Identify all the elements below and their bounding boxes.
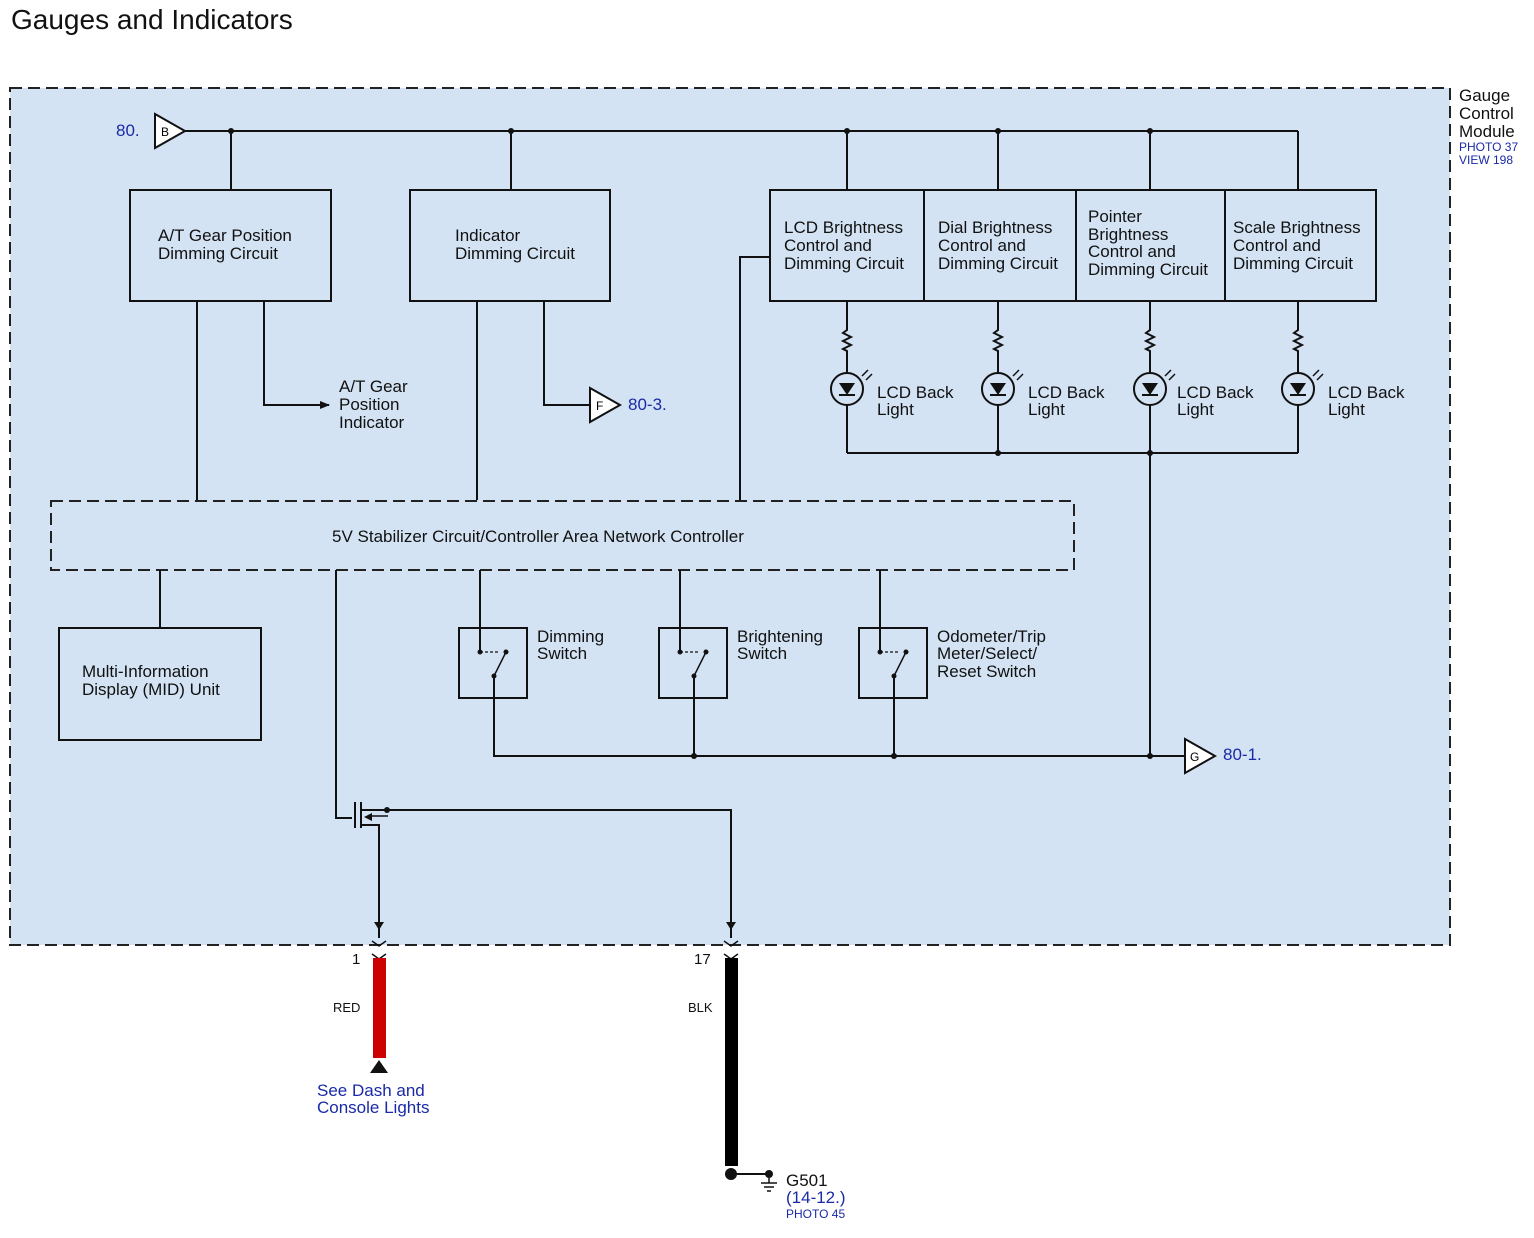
svg-text:(14-12.): (14-12.) — [786, 1188, 846, 1207]
svg-text:Control and: Control and — [784, 236, 872, 255]
dimming-switch: Dimming Switch — [458, 570, 1185, 757]
svg-text:Indicator: Indicator — [455, 226, 521, 245]
svg-text:Display (MID) Unit: Display (MID) Unit — [82, 680, 220, 699]
svg-text:Console Lights: Console Lights — [317, 1098, 429, 1117]
svg-text:Odometer/Trip: Odometer/Trip — [937, 627, 1046, 646]
svg-text:Dimming: Dimming — [537, 627, 604, 646]
mid-unit-block — [58, 627, 262, 741]
svg-text:LCD Back: LCD Back — [1328, 383, 1405, 402]
svg-text:F: F — [596, 399, 603, 413]
svg-text:LCD Brightness: LCD Brightness — [784, 218, 903, 237]
indicator-f-wire — [543, 301, 590, 406]
bus-drops — [230, 131, 1299, 190]
svg-text:Light: Light — [1028, 400, 1065, 419]
svg-text:See Dash and: See Dash and — [317, 1081, 425, 1100]
svg-text:Dimming Circuit: Dimming Circuit — [158, 244, 278, 263]
svg-text:Dimming Circuit: Dimming Circuit — [1088, 260, 1208, 279]
svg-text:RED: RED — [333, 1000, 360, 1015]
svg-text:PHOTO 37: PHOTO 37 — [1459, 140, 1518, 154]
ground-bus-junctions — [691, 753, 1153, 759]
svg-text:Dimming Circuit: Dimming Circuit — [1233, 254, 1353, 273]
svg-text:PHOTO 45: PHOTO 45 — [786, 1207, 845, 1221]
svg-text:VIEW 198: VIEW 198 — [1459, 153, 1513, 167]
svg-text:Brightening: Brightening — [737, 627, 823, 646]
svg-text:Brightness: Brightness — [1088, 225, 1168, 244]
page-title: Gauges and Indicators — [11, 4, 293, 35]
at-indicator-wire — [263, 301, 330, 409]
svg-text:LCD Back: LCD Back — [877, 383, 954, 402]
svg-text:Dimming Circuit: Dimming Circuit — [784, 254, 904, 273]
at-gear-dimming-block — [129, 189, 332, 302]
svg-text:Indicator: Indicator — [339, 413, 405, 432]
svg-text:Control and: Control and — [1233, 236, 1321, 255]
odometer-switch: Odometer/Trip Meter/Select/ Reset Switch — [858, 570, 1046, 756]
lcd-to-can-wire — [739, 256, 770, 500]
svg-text:LCD Back: LCD Back — [1028, 383, 1105, 402]
svg-text:17: 17 — [694, 951, 711, 968]
svg-text:Gauge: Gauge — [1459, 86, 1510, 105]
backlight-scale: LCD Back Light — [1281, 301, 1405, 453]
can-controller-block — [50, 500, 1075, 571]
brightening-switch: Brightening Switch — [658, 570, 823, 756]
svg-text:5V Stabilizer Circuit/Controll: 5V Stabilizer Circuit/Controller Area Ne… — [332, 527, 744, 546]
svg-text:Multi-Information: Multi-Information — [82, 662, 209, 681]
backlight-pointer: LCD Back Light — [1133, 301, 1254, 453]
backlight-dial: LCD Back Light — [981, 301, 1105, 453]
svg-text:Switch: Switch — [537, 644, 587, 663]
scale-brightness-block — [1224, 189, 1377, 302]
svg-text:80-1.: 80-1. — [1223, 745, 1262, 764]
svg-text:Module: Module — [1459, 122, 1515, 141]
svg-text:Position: Position — [339, 395, 399, 414]
svg-text:Dial Brightness: Dial Brightness — [938, 218, 1052, 237]
svg-text:Reset Switch: Reset Switch — [937, 662, 1036, 681]
connector-f: F 80-3. — [589, 386, 667, 424]
svg-text:LCD Back: LCD Back — [1177, 383, 1254, 402]
pin-1-red-wire: 1 RED — [333, 951, 388, 1073]
svg-text:80.: 80. — [116, 121, 140, 140]
svg-text:Light: Light — [1177, 400, 1214, 419]
svg-text:Light: Light — [1328, 400, 1365, 419]
svg-text:G501: G501 — [786, 1171, 828, 1190]
connector-b: 80. B — [116, 112, 188, 150]
dash-console-lights-ref: See Dash and Console Lights — [317, 1081, 429, 1117]
svg-text:G: G — [1190, 750, 1199, 764]
connector-g: G 80-1. — [1184, 737, 1262, 775]
svg-text:Control and: Control and — [938, 236, 1026, 255]
svg-text:1: 1 — [352, 951, 360, 968]
svg-text:Dimming Circuit: Dimming Circuit — [938, 254, 1058, 273]
svg-text:BLK: BLK — [688, 1000, 713, 1015]
svg-text:80-3.: 80-3. — [628, 395, 667, 414]
ground-g501-label: G501 (14-12.) PHOTO 45 — [786, 1171, 846, 1221]
svg-text:A/T Gear Position: A/T Gear Position — [158, 226, 292, 245]
svg-text:Pointer: Pointer — [1088, 207, 1142, 226]
at-gear-position-indicator-label: A/T Gear Position Indicator — [339, 377, 408, 432]
svg-text:Control and: Control and — [1088, 242, 1176, 261]
svg-text:Control: Control — [1459, 104, 1514, 123]
output-transistor — [335, 570, 739, 947]
svg-text:Light: Light — [877, 400, 914, 419]
backlight-return-wire — [847, 452, 1298, 756]
indicator-dimming-block — [409, 189, 611, 302]
backlight-lcd: LCD Back Light — [830, 301, 954, 453]
gauge-control-module-boundary — [9, 87, 1451, 946]
svg-text:Dimming Circuit: Dimming Circuit — [455, 244, 575, 263]
module-label: Gauge Control Module PHOTO 37 VIEW 198 — [1459, 86, 1518, 167]
svg-text:Scale Brightness: Scale Brightness — [1233, 218, 1361, 237]
svg-text:Meter/Select/: Meter/Select/ — [937, 644, 1037, 663]
svg-text:B: B — [161, 125, 169, 139]
pin-17-blk-wire: 17 BLK — [688, 951, 777, 1192]
svg-text:Switch: Switch — [737, 644, 787, 663]
svg-text:A/T Gear: A/T Gear — [339, 377, 408, 396]
